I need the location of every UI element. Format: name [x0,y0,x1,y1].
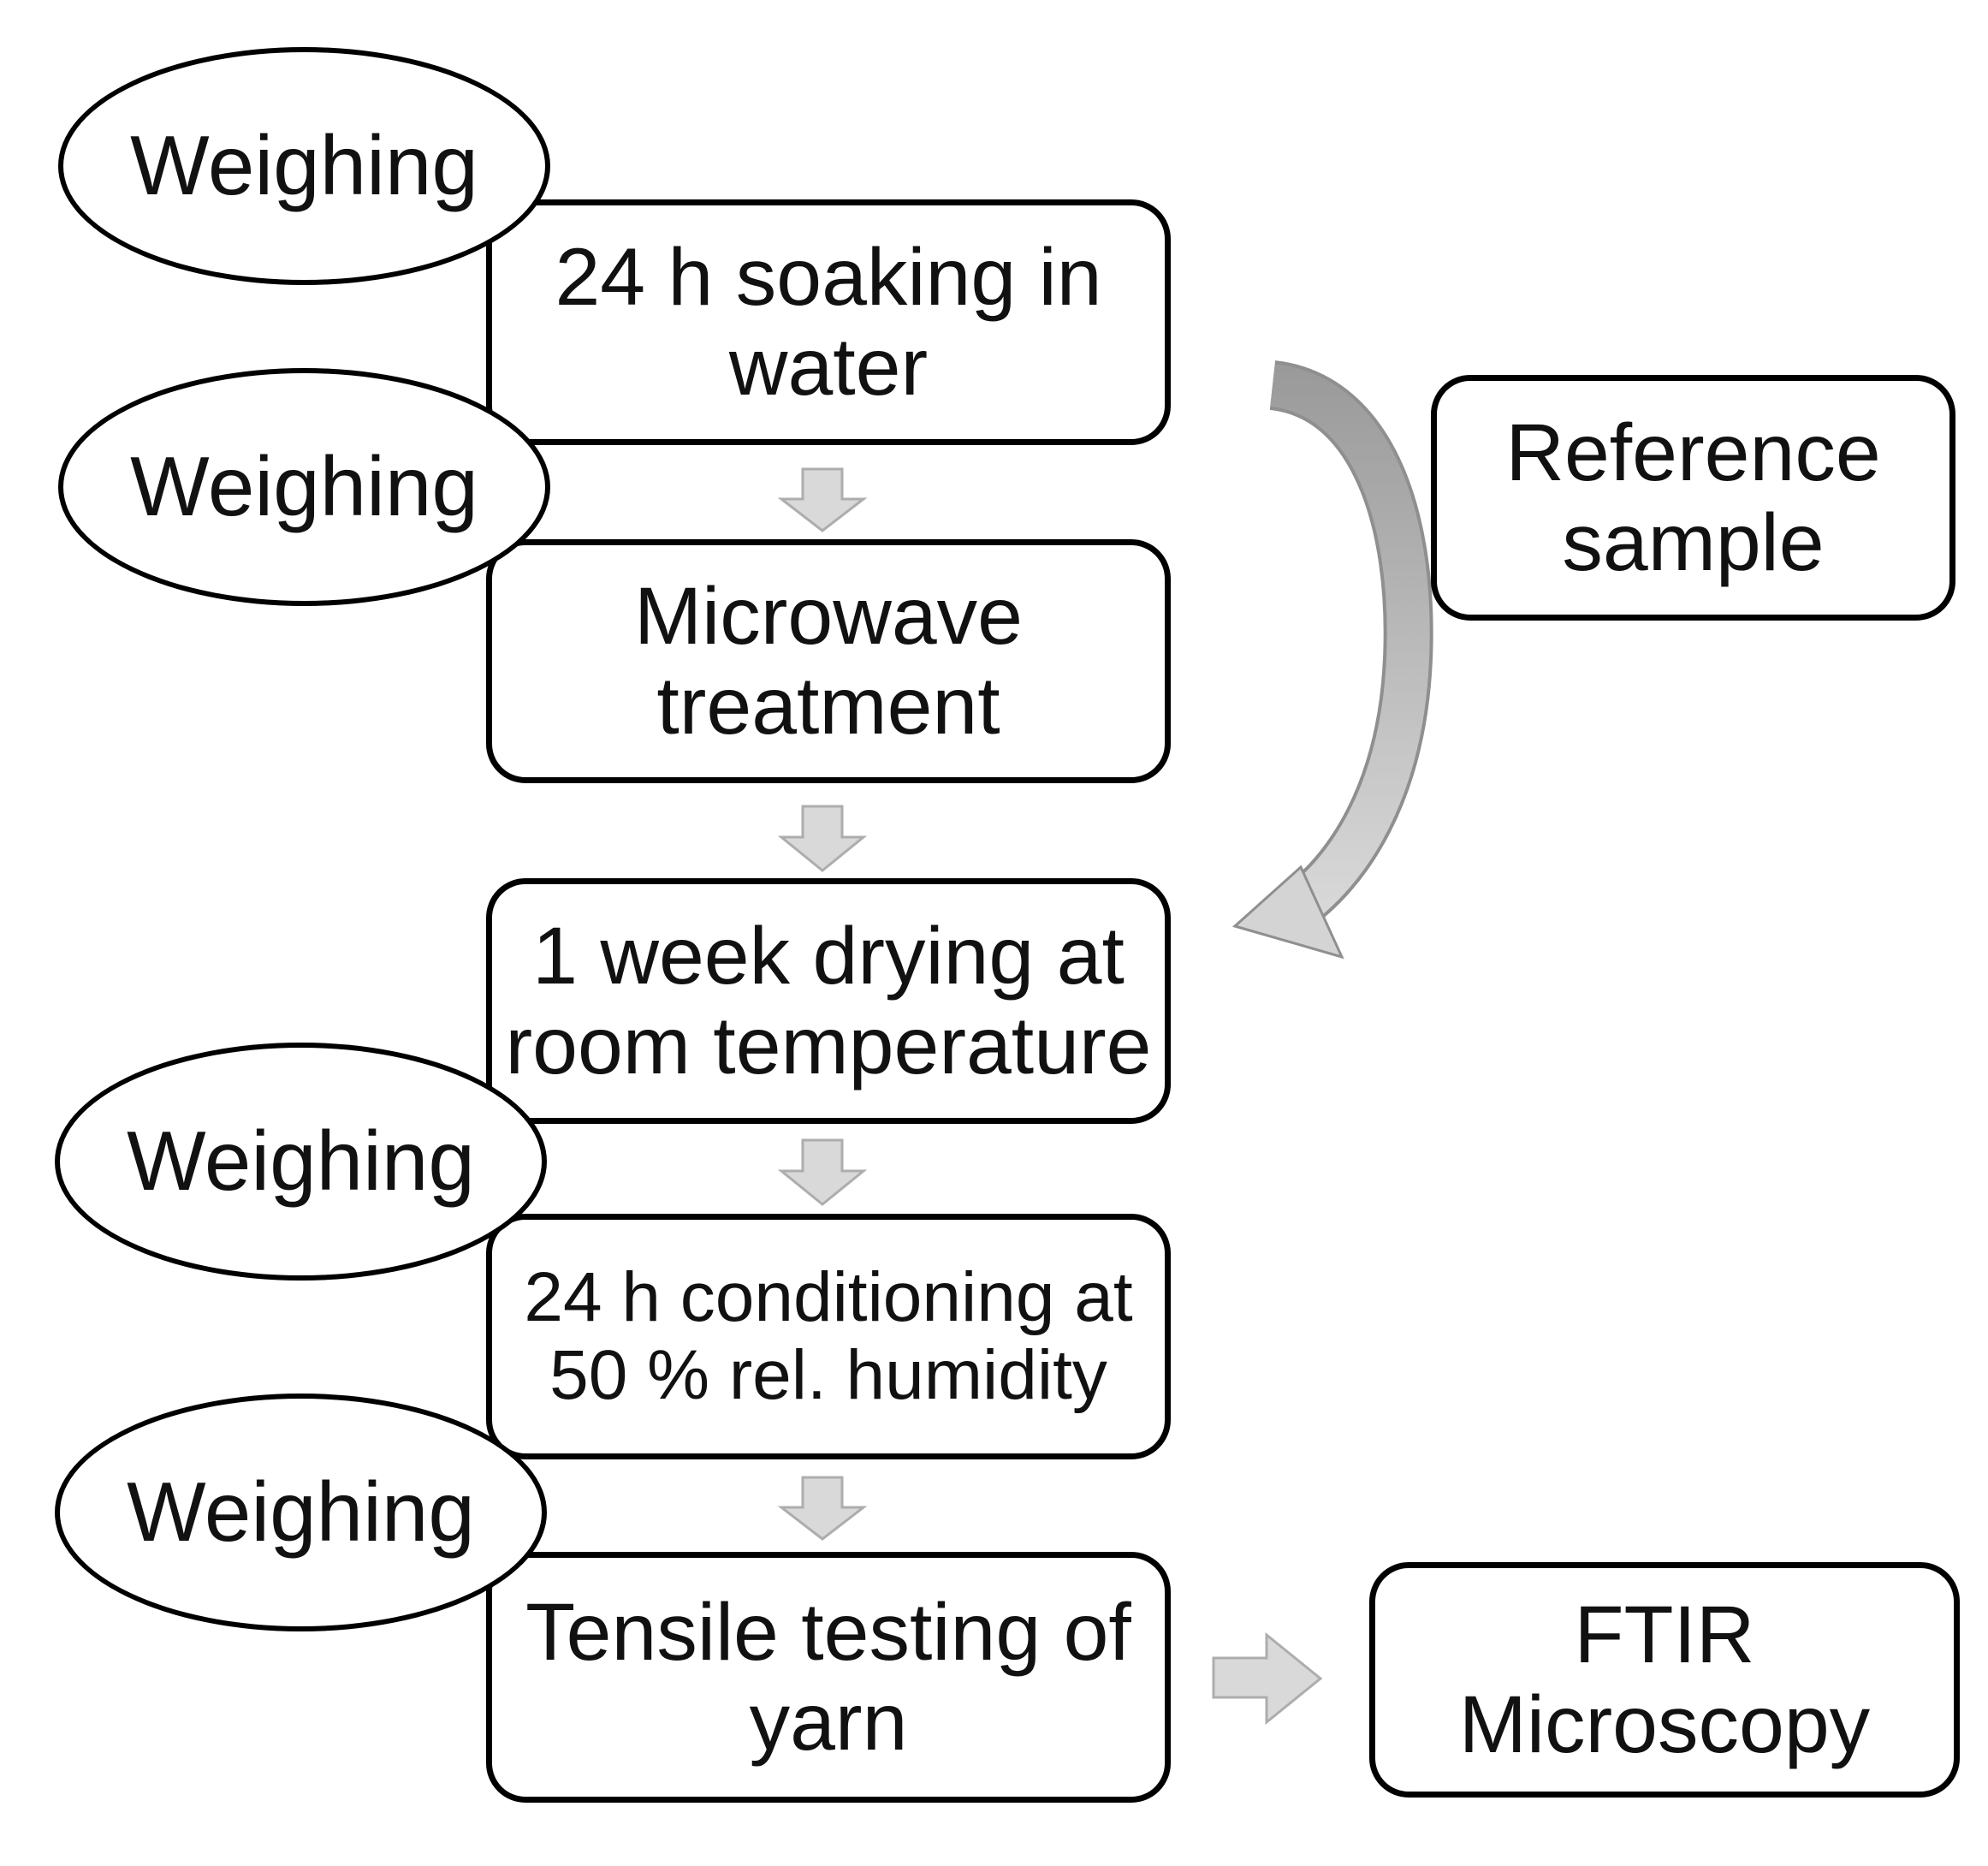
process-box-conditioning: 24 h conditioning at 50 % rel. humidity [486,1214,1171,1459]
process-box-drying: 1 week drying at room temperature [486,878,1171,1124]
weighing-ellipse-2: Weighing [58,368,550,606]
process-box-microwave: Microwave treatment [486,539,1171,783]
ellipse-label: Weighing [127,1465,475,1560]
process-box-soaking: 24 h soaking in water [486,199,1171,445]
box-label-line: 50 % rel. humidity [549,1335,1107,1414]
down-arrow-icon-3 [777,1138,868,1206]
weighing-ellipse-3: Weighing [55,1043,547,1281]
box-label-line: Microwave [634,571,1023,662]
down-arrow-icon-4 [777,1476,868,1541]
ellipse-label: Weighing [130,118,478,213]
box-label-line: Tensile testing of [525,1587,1131,1678]
box-label-line: Microscopy [1458,1679,1871,1770]
box-label-line: yarn [749,1676,908,1768]
box-label-line: 24 h conditioning at [524,1258,1133,1337]
down-arrow-icon-2 [777,805,868,872]
box-label-line: room temperature [505,1000,1152,1091]
process-box-tensile-testing: Tensile testing of yarn [486,1552,1171,1803]
right-arrow-icon [1212,1631,1323,1726]
reference-sample-box: Reference sample [1431,375,1955,621]
ellipse-label: Weighing [127,1114,475,1209]
down-arrow-icon-1 [777,467,868,532]
weighing-ellipse-1: Weighing [58,47,550,285]
weighing-ellipse-4: Weighing [55,1394,547,1631]
curved-arrow-head [1231,865,1344,960]
box-label-line: water [728,321,929,413]
ftir-microscopy-box: FTIR Microscopy [1369,1562,1960,1798]
box-label-line: FTIR [1574,1590,1755,1680]
ellipse-label: Weighing [130,439,478,534]
box-label-line: sample [1562,496,1825,588]
box-label-line: 24 h soaking in [555,232,1102,323]
curved-arrow-icon [1231,360,1433,960]
box-label-line: Reference [1505,407,1881,498]
box-label-line: 1 week drying at [532,911,1125,1001]
box-label-line: treatment [656,660,1000,752]
curved-arrow-band [1269,364,1430,929]
